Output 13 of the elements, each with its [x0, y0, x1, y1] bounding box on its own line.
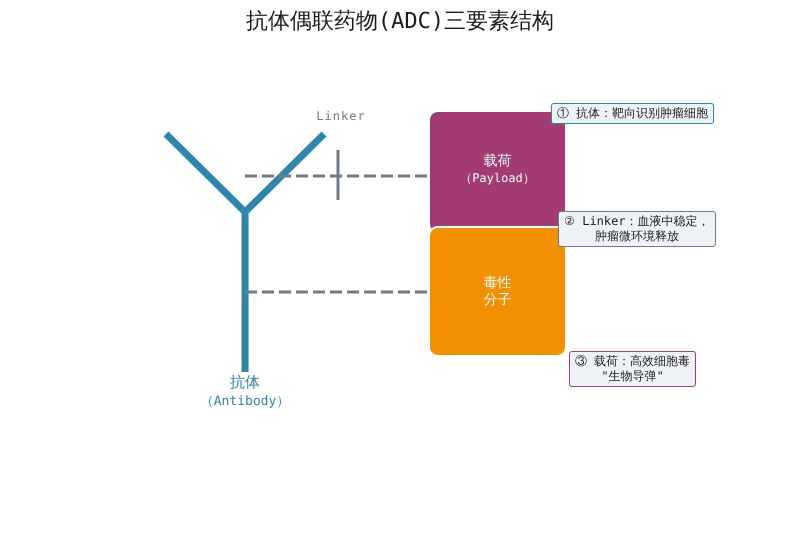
callout-box: ② Linker：血液中稳定，肿瘤微环境释放: [558, 211, 716, 247]
node-label: 抗体: [230, 373, 260, 391]
connector-line: [245, 290, 428, 294]
connector-line: [245, 174, 430, 178]
node-label: （Antibody）: [200, 393, 290, 411]
box-label: 毒性分子: [484, 274, 512, 308]
box-label: 载荷: [483, 153, 512, 170]
callout-box: ① 抗体：靶向识别肿瘤细胞: [551, 103, 714, 124]
box-label: （Payload）: [460, 170, 535, 187]
toxin-box: [428, 226, 567, 357]
title: 抗体偶联药物(ADC)三要素结构: [246, 8, 554, 36]
callout-box: ③ 载荷：高效细胞毒"生物导弹": [569, 351, 696, 387]
linker-label: Linker: [316, 108, 366, 124]
